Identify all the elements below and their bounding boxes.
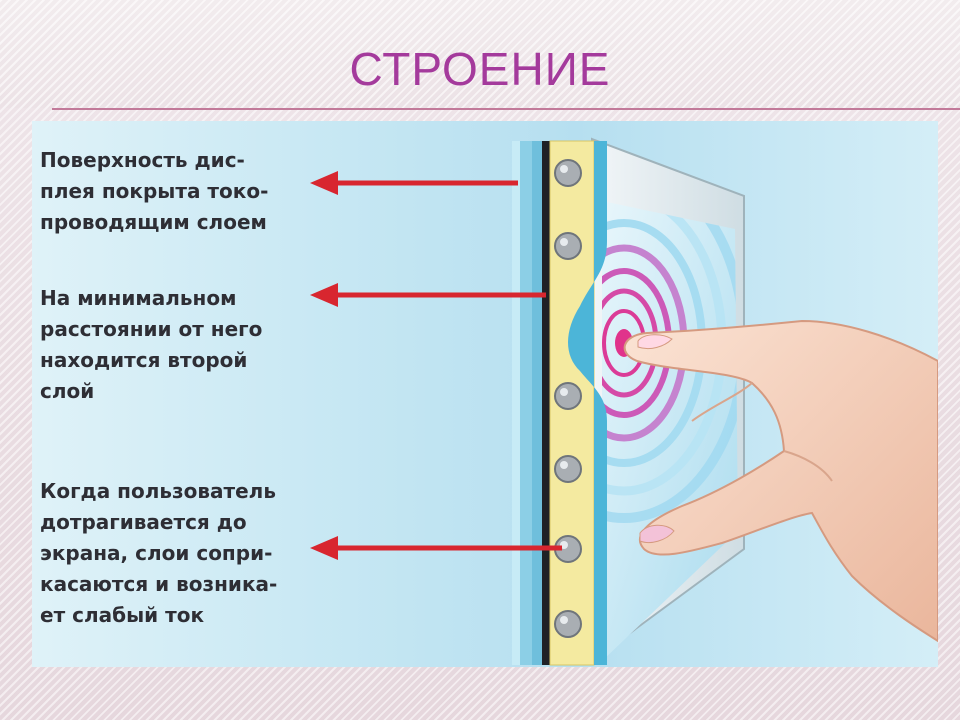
label-second-layer: На минимальном расстоянии от него находи… (40, 283, 262, 407)
separator-layer (542, 141, 550, 665)
front-glass-layer (512, 141, 542, 665)
diagram-panel: Поверхность дис- плея покрыта токо- пров… (32, 121, 938, 667)
monitor-frame (592, 139, 744, 661)
red-arrow-icon (310, 171, 518, 195)
label-conductive-surface: Поверхность дис- плея покрыта токо- пров… (40, 145, 268, 238)
red-arrow-icon (310, 283, 546, 307)
page-title: СТРОЕНИЕ (0, 42, 960, 96)
title-underline (52, 108, 960, 110)
label-touch-current: Когда пользователь дотрагивается до экра… (40, 476, 277, 631)
